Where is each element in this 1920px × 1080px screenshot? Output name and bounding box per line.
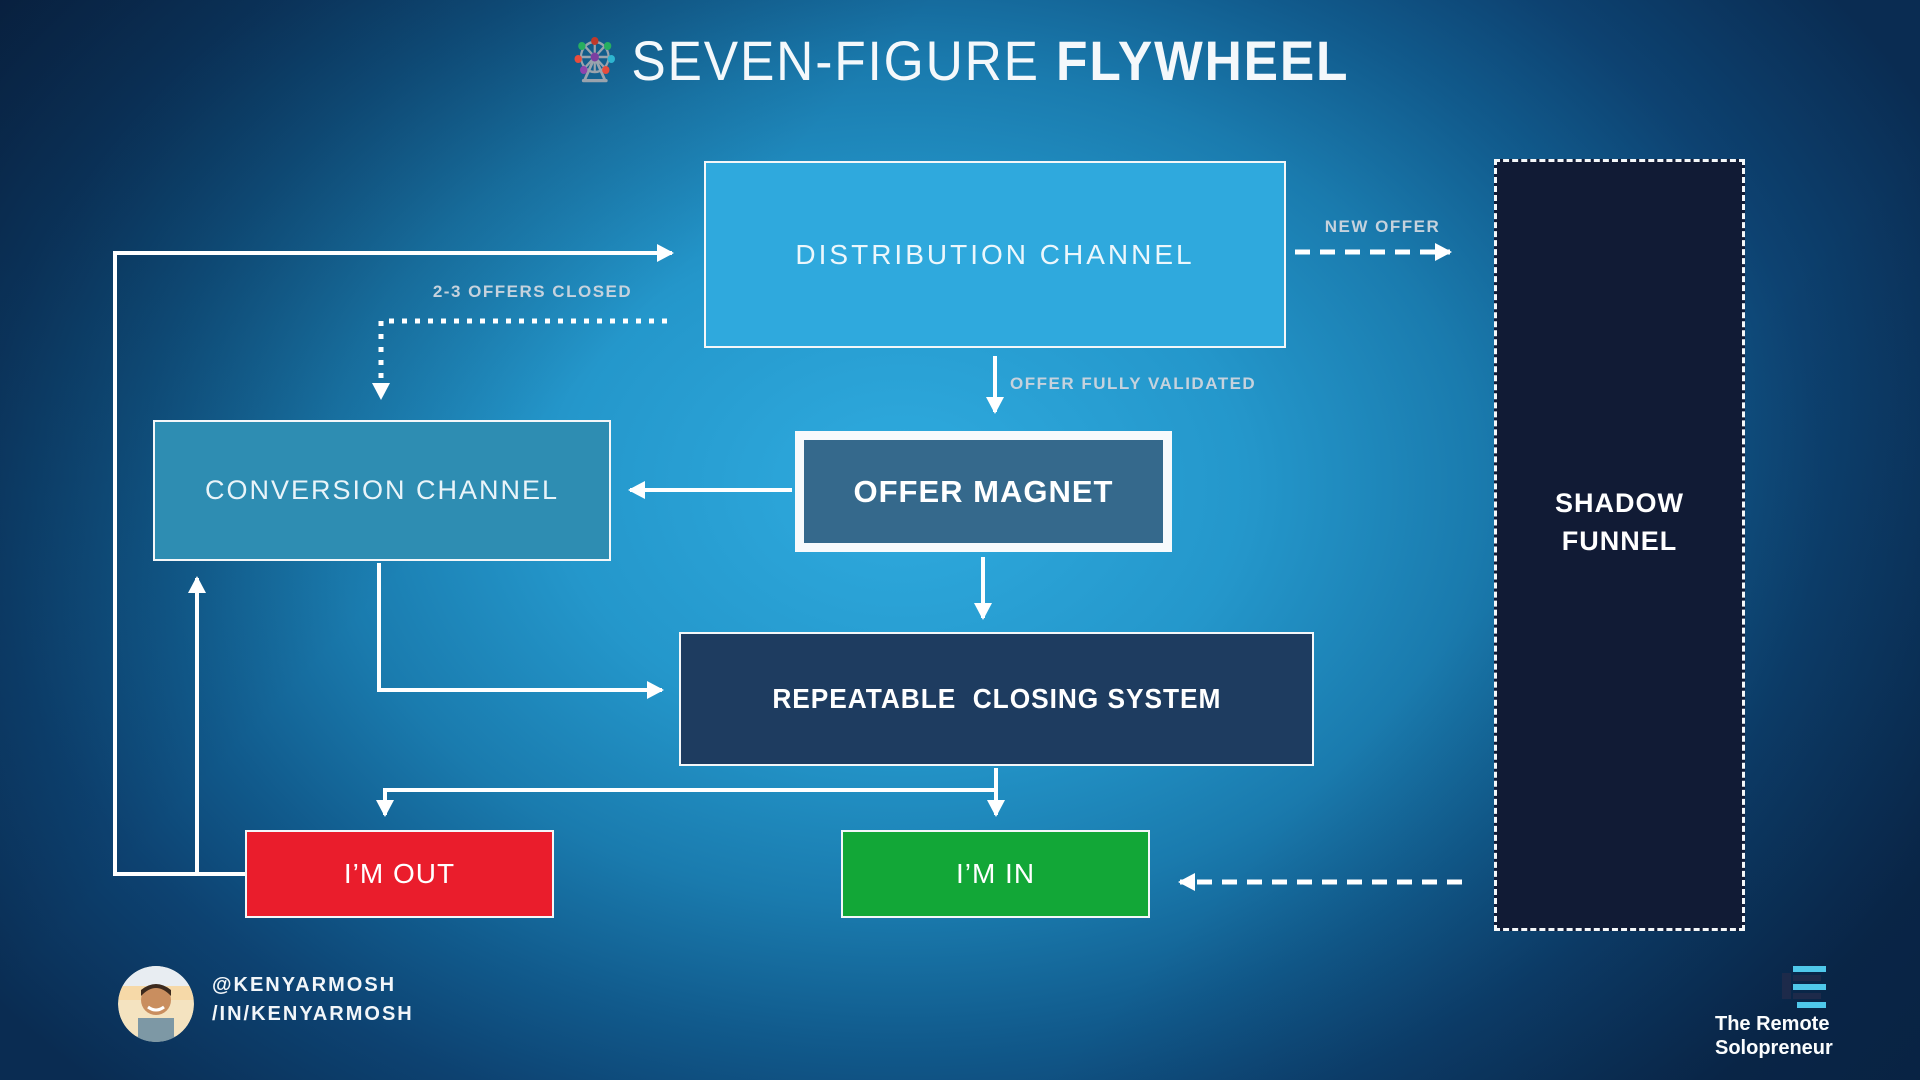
distribution-channel-label: DISTRIBUTION CHANNEL <box>795 238 1195 270</box>
node-offer-magnet: OFFER MAGNET <box>795 431 1172 552</box>
im-out-label: I’M OUT <box>343 858 456 889</box>
arrow-dotted-offers-closed <box>372 318 667 400</box>
avatar <box>118 966 194 1042</box>
arrow-loop-imout-to-distribution <box>113 244 674 876</box>
node-distribution-channel: DISTRIBUTION CHANNEL <box>704 161 1286 348</box>
footer-social-handles: @KENYARMOSH /IN/KENYARMOSH <box>212 971 414 1029</box>
brand-line-1: The Remote <box>1715 1013 1830 1035</box>
brand-lines-icon <box>1780 964 1828 1013</box>
twitter-handle: @KENYARMOSH <box>212 974 397 996</box>
shadow-funnel-label: SHADOW FUNNEL <box>1555 487 1684 556</box>
arrow-conversion-to-closing <box>377 563 664 699</box>
edge-label-offer-validated: OFFER FULLY VALIDATED <box>1010 374 1257 393</box>
conversion-channel-label: CONVERSION CHANNEL <box>204 475 560 505</box>
arrow-closing-to-imout <box>376 768 998 817</box>
repeatable-closing-system-label: REPEATABLE CLOSING SYSTEM <box>771 683 1221 714</box>
im-in-label: I’M IN <box>955 858 1036 889</box>
node-repeatable-closing-system: REPEATABLE CLOSING SYSTEM <box>679 632 1314 766</box>
title-text-bold: FLYWHEEL <box>1056 29 1350 92</box>
page-title: SEVEN-FIGURE FLYWHEEL <box>77 28 1843 99</box>
edge-label-offers-closed: 2-3 OFFERS CLOSED <box>432 282 633 301</box>
node-shadow-funnel: SHADOW FUNNEL <box>1494 159 1745 931</box>
node-im-out: I’M OUT <box>245 830 554 918</box>
title-text-regular: SEVEN-FIGURE <box>631 29 1040 92</box>
node-im-in: I’M IN <box>841 830 1150 918</box>
linkedin-handle: /IN/KENYARMOSH <box>212 1003 414 1025</box>
ferris-wheel-icon <box>571 34 619 99</box>
node-conversion-channel: CONVERSION CHANNEL <box>153 420 611 561</box>
offer-magnet-label: OFFER MAGNET <box>853 473 1114 509</box>
edge-label-new-offer: NEW OFFER <box>1324 217 1441 236</box>
brand-name: The Remote Solopreneur <box>1715 1012 1890 1060</box>
brand-line-2: Solopreneur <box>1715 1037 1833 1059</box>
